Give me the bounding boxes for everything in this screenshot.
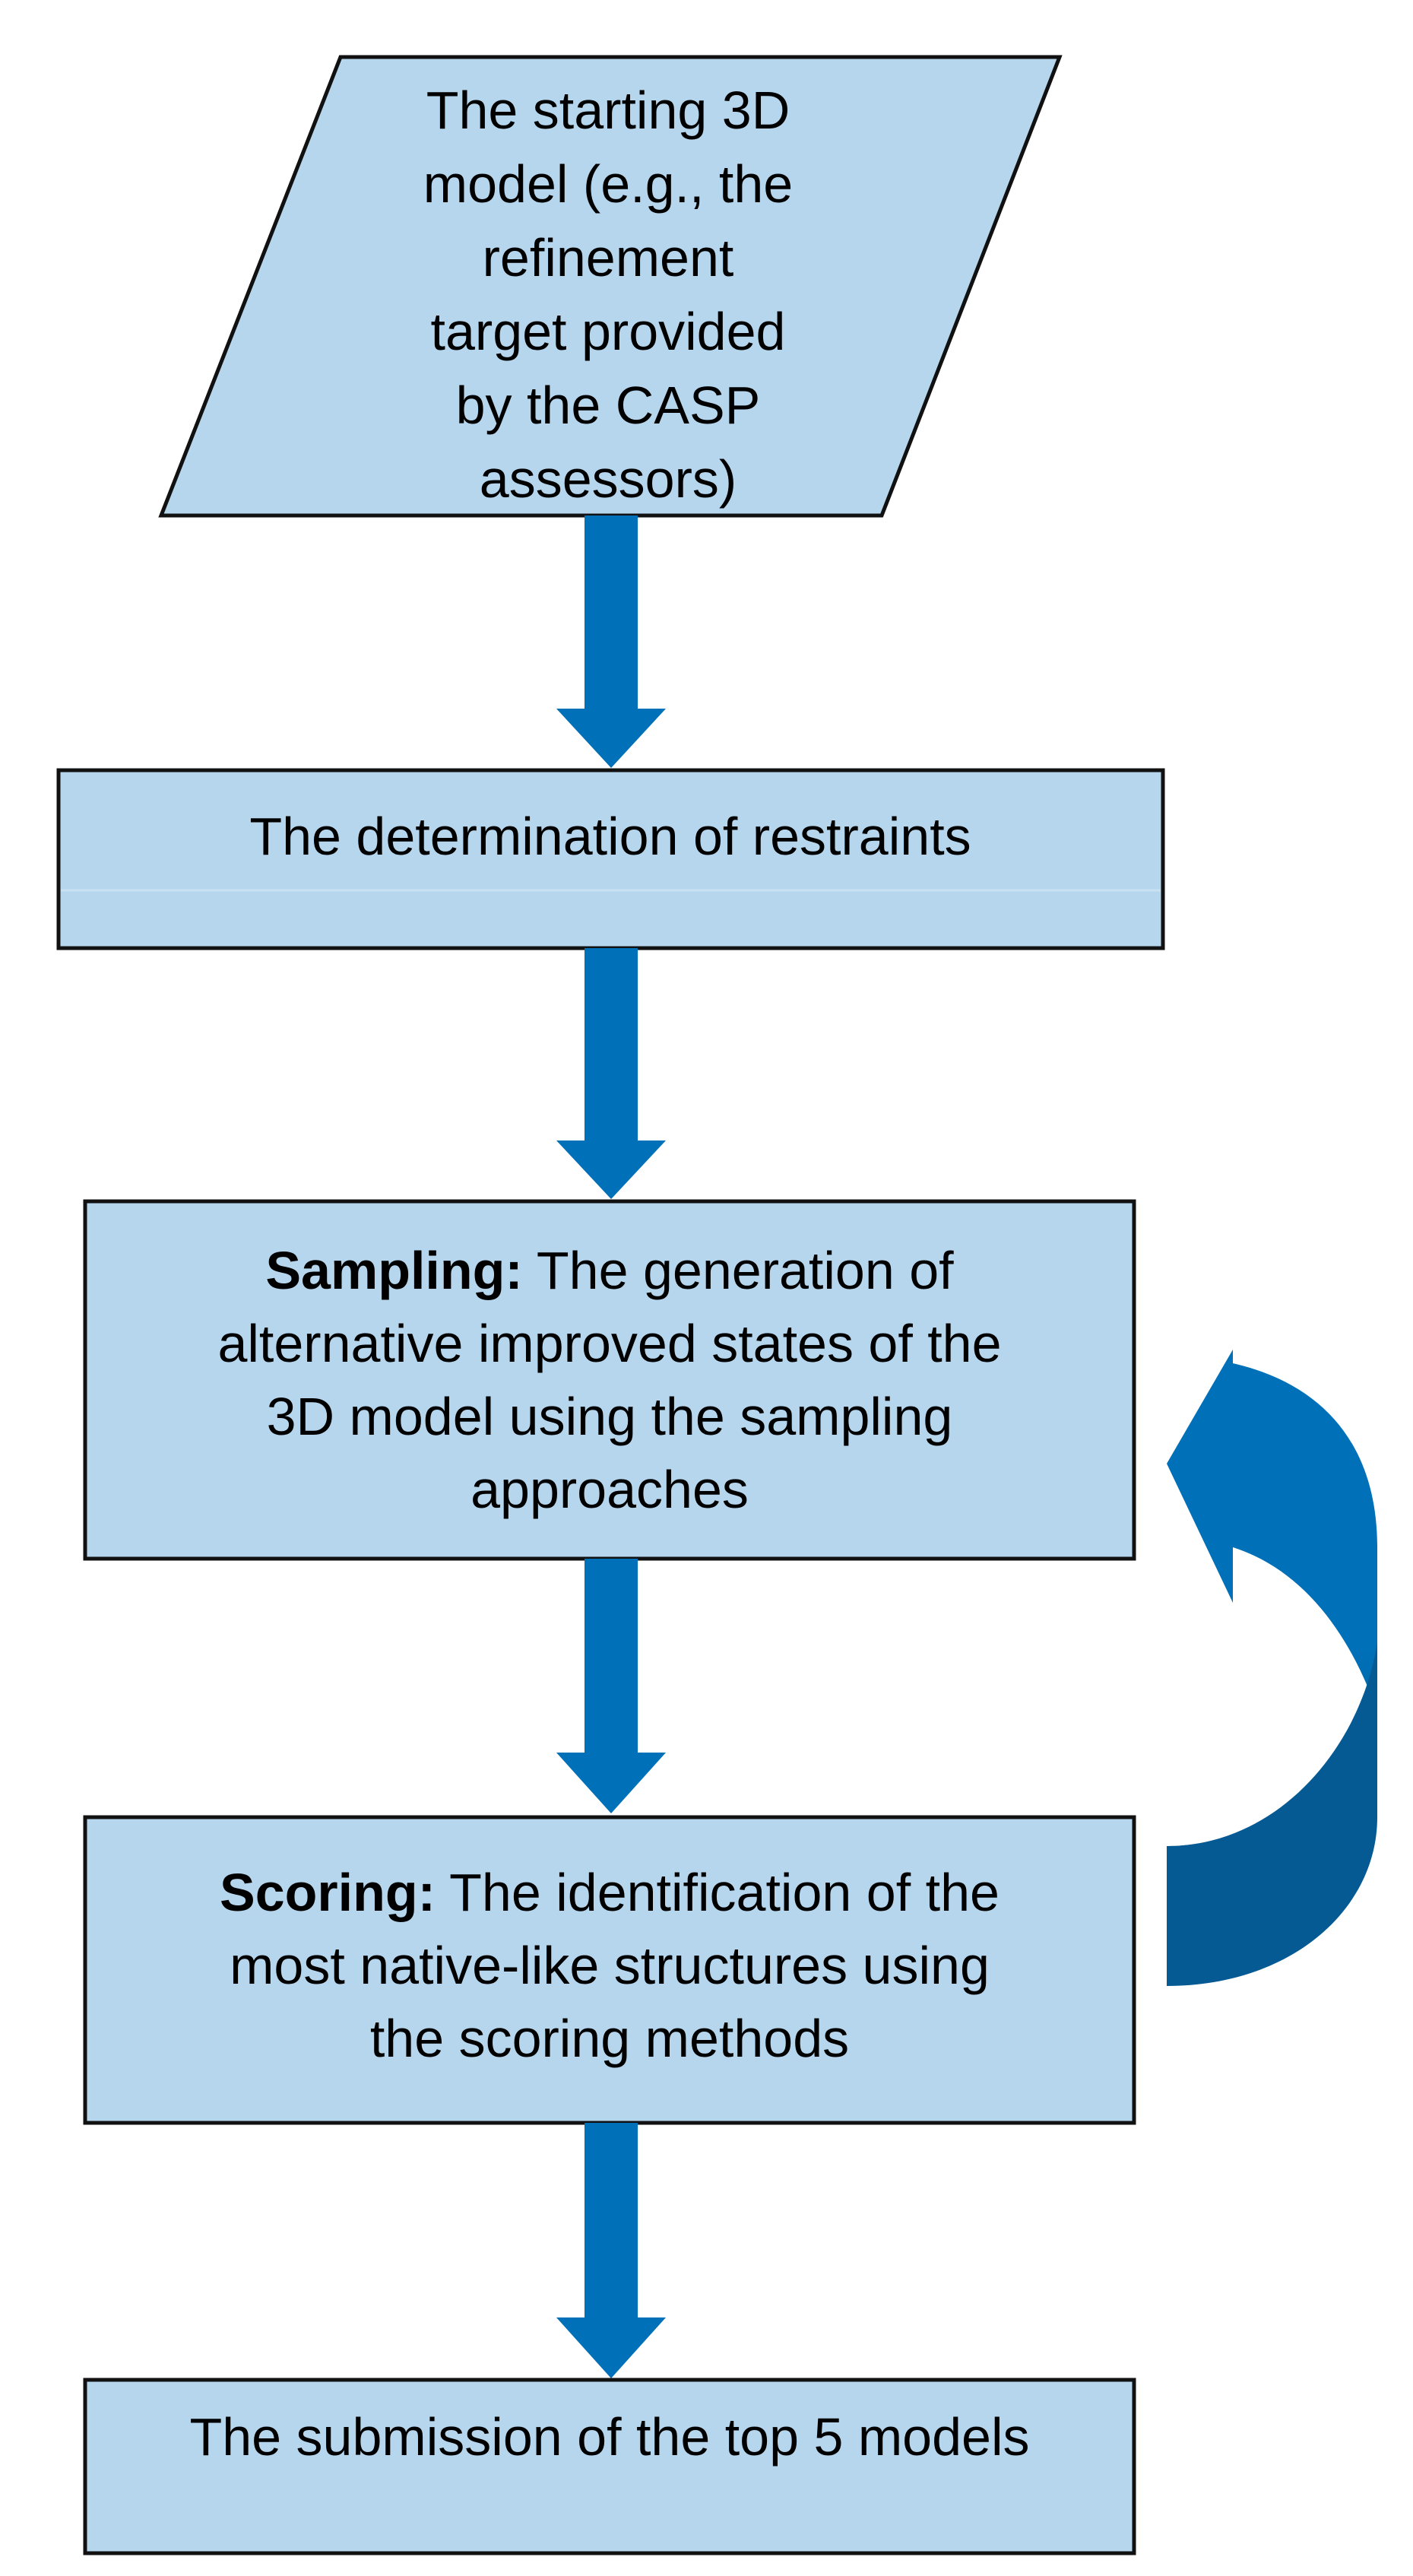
arrow-start-to-restraints: [556, 516, 666, 768]
sampling-heading: Sampling:: [265, 1241, 523, 1300]
submission-node-shape: [83, 2378, 1136, 2555]
restraints-label: The determination of restraints: [249, 807, 971, 866]
submission-node-text: The submission of the top 5 models: [85, 2387, 1134, 2486]
loop-arrow-scoring-to-sampling: [1167, 1350, 1377, 1846]
scoring-heading: Scoring:: [220, 1863, 436, 1922]
start-line-5: by the CASP: [455, 376, 761, 435]
arrow-sampling-to-scoring: [556, 1559, 666, 1813]
start-line-6: assessors): [479, 449, 737, 509]
start-line-1: The starting 3D: [426, 81, 790, 140]
scoring-line-3: the scoring methods: [369, 2009, 850, 2068]
start-line-3: refinement: [482, 228, 734, 287]
start-node-shape: [158, 55, 1063, 518]
sampling-line-2: alternative improved states of the: [217, 1314, 1002, 1373]
scoring-line-2: most native-like structures using: [230, 1936, 990, 1995]
start-node-text: The starting 3D model (e.g., the refinem…: [357, 75, 859, 516]
scoring-node-text: Scoring: The identification of the most …: [85, 1817, 1134, 2114]
sampling-node-text: Sampling: The generation of alternative …: [85, 1201, 1134, 1559]
scoring-line-1: The identification of the: [435, 1863, 1000, 1922]
sampling-node-shape: [83, 1199, 1136, 1561]
submission-label: The submission of the top 5 models: [189, 2407, 1030, 2467]
arrow-scoring-to-submission: [556, 2123, 666, 2378]
sampling-line-3: 3D model using the sampling: [266, 1387, 953, 1446]
loop-arrow-tail-band: [1167, 1642, 1377, 1986]
start-line-2: model (e.g., the: [423, 154, 794, 214]
start-line-4: target provided: [430, 302, 786, 361]
sampling-line-1: The generation of: [522, 1241, 954, 1300]
restraints-node-shape: [56, 768, 1165, 950]
restraints-node-text: The determination of restraints: [59, 791, 1161, 882]
sampling-line-4: approaches: [470, 1460, 749, 1519]
arrow-restraints-to-sampling: [556, 948, 666, 1199]
